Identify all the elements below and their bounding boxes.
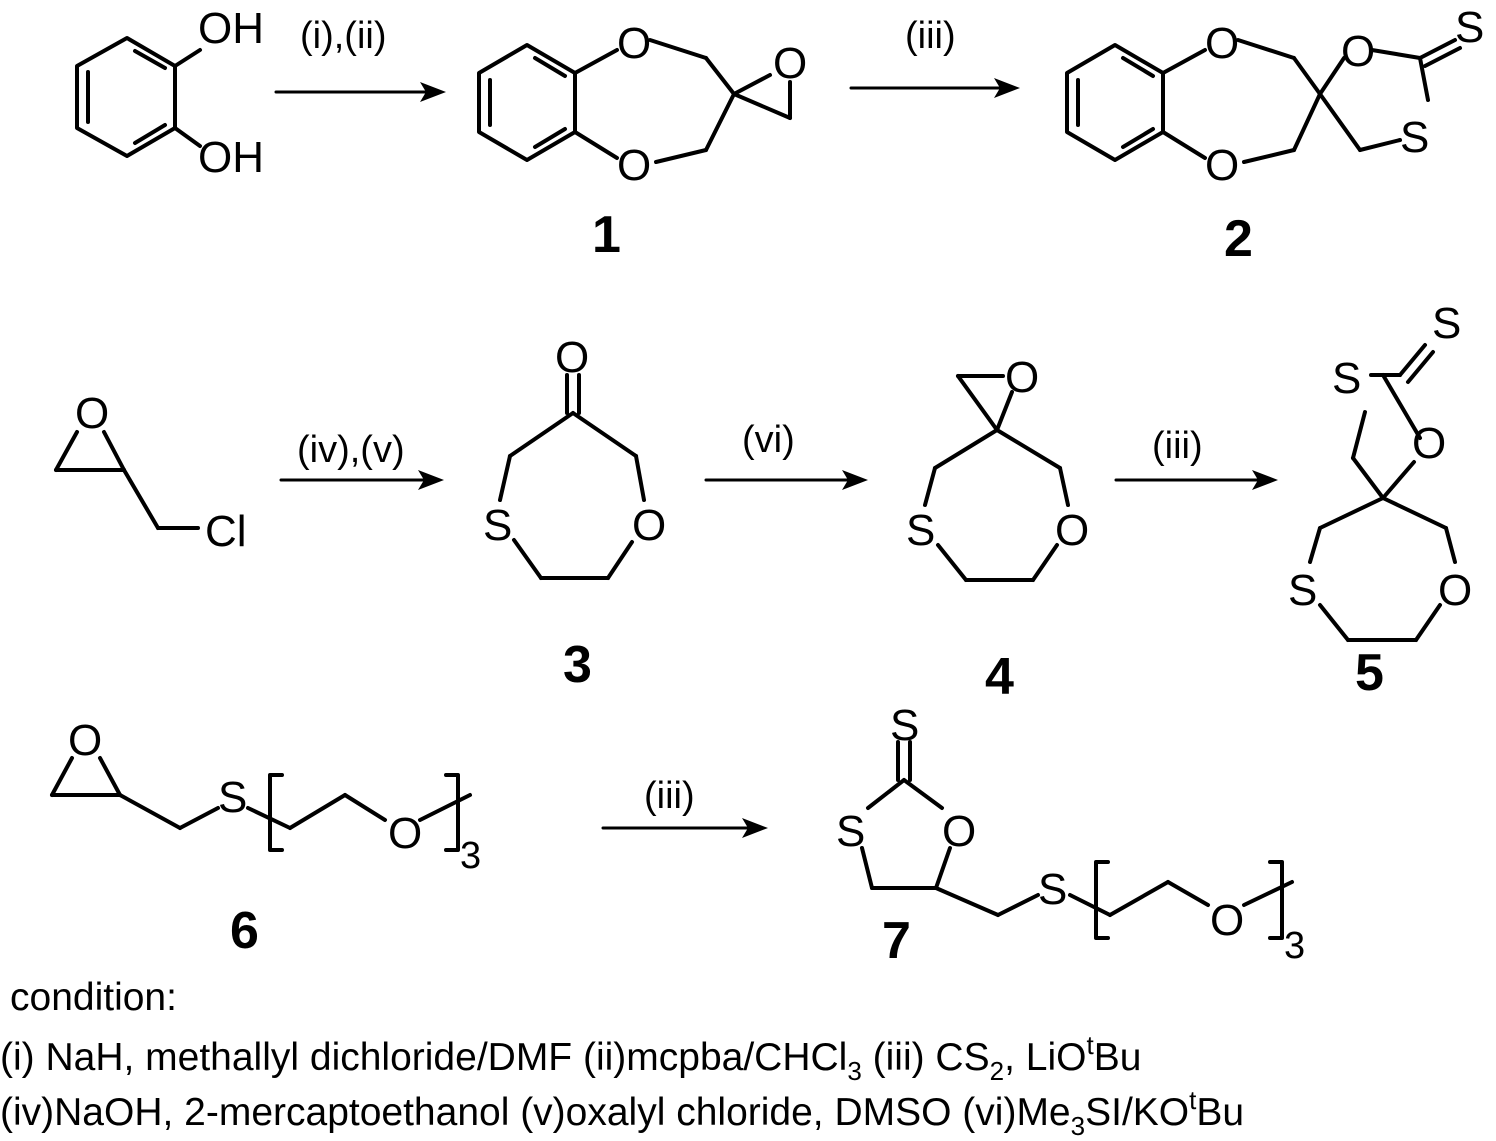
reaction-arrow: (iv),(v) [279,429,444,490]
compound-5-structure: S S O S O 5 [1288,299,1472,702]
atom-label-s: S [1432,299,1461,348]
atom-label-o: O [1341,27,1375,76]
conditions-heading: condition: [10,976,177,1019]
atom-label-o: O [1438,566,1472,615]
condition-subscript: 3 [847,1056,861,1086]
atom-label-s: S [906,506,935,555]
atom-label-o: O [1205,19,1239,68]
reaction-arrow: (iii) [601,775,768,838]
compound-number: 6 [230,902,259,960]
compound-1-structure: O O O 1 [477,19,807,264]
atom-label-s: S [836,807,865,856]
atom-label-o: O [555,333,589,382]
condition-text: , LiO [1004,1036,1086,1079]
compound-number: 2 [1224,210,1253,268]
compound-number: 5 [1355,644,1384,702]
arrow-condition-label: (iii) [1152,425,1203,467]
arrow-condition-label: (vi) [742,419,795,461]
compound-2-structure: O O O S S 2 [1065,3,1484,268]
compound-number: 7 [882,912,911,970]
conditions-line-1: (i) NaH, methallyl dichloride/DMF (ii)mc… [0,1030,1141,1086]
condition-superscript: t [1189,1085,1197,1115]
condition-subscript: 3 [1071,1111,1085,1141]
atom-label-s: S [1400,113,1429,162]
atom-label-cl: Cl [205,507,247,556]
reaction-arrow: (i),(ii) [274,15,446,102]
atom-label-s: S [1038,865,1067,914]
atom-label-s: S [1455,3,1484,52]
atom-label-s: S [890,701,919,750]
arrow-condition-label: (iii) [905,15,956,57]
atom-label-o: O [617,19,651,68]
atom-label-oh: OH [198,4,264,53]
repeat-unit-count: 3 [1284,925,1305,967]
condition-superscript: t [1086,1030,1094,1060]
atom-label-s: S [483,501,512,550]
catechol-structure: OH OH [75,4,264,182]
reaction-arrow: (iii) [849,15,1020,98]
reaction-arrow: (iii) [1114,425,1278,490]
atom-label-o: O [1205,141,1239,190]
compound-3-structure: O S O 3 [483,333,666,694]
atom-label-s: S [1288,566,1317,615]
atom-label-o: O [388,809,422,858]
condition-text: (i) NaH, methallyl dichloride/DMF (ii)mc… [0,1036,847,1079]
condition-subscript: 2 [990,1056,1004,1086]
compound-7-structure: S S O S O 3 7 [836,701,1305,970]
condition-text: SI/KO [1085,1091,1189,1134]
atom-label-o: O [773,39,807,88]
arrow-condition-label: (iv),(v) [297,429,405,471]
atom-label-o: O [1210,896,1244,945]
condition-text: Bu [1094,1036,1142,1079]
compound-number: 4 [985,648,1014,706]
condition-text: (iii) CS [862,1036,990,1079]
atom-label-oh: OH [198,133,264,182]
atom-label-o: O [1055,506,1089,555]
reaction-arrow: (vi) [704,419,868,490]
atom-label-o: O [632,501,666,550]
atom-label-o: O [1412,419,1446,468]
arrow-condition-label: (iii) [644,775,695,817]
atom-label-o: O [1005,353,1039,402]
atom-label-o: O [942,807,976,856]
arrow-condition-label: (i),(ii) [300,15,387,57]
atom-label-s: S [218,773,247,822]
atom-label-s: S [1332,354,1361,403]
compound-number: 1 [592,206,621,264]
epichlorohydrin-structure: O Cl [54,389,247,556]
conditions-legend: condition: (i) NaH, methallyl dichloride… [0,976,1244,1141]
atom-label-o: O [617,141,651,190]
compound-4-structure: O S O 4 [906,353,1089,706]
atom-label-o: O [75,389,109,438]
repeat-unit-count: 3 [460,835,481,877]
condition-text: Bu [1196,1091,1244,1134]
compound-6-structure: O S O 3 6 [50,716,481,960]
compound-number: 3 [563,636,592,694]
atom-label-o: O [68,716,102,765]
conditions-line-2: (iv)NaOH, 2-mercaptoethanol (v)oxalyl ch… [0,1085,1244,1141]
condition-text: (iv)NaOH, 2-mercaptoethanol (v)oxalyl ch… [0,1091,1071,1134]
